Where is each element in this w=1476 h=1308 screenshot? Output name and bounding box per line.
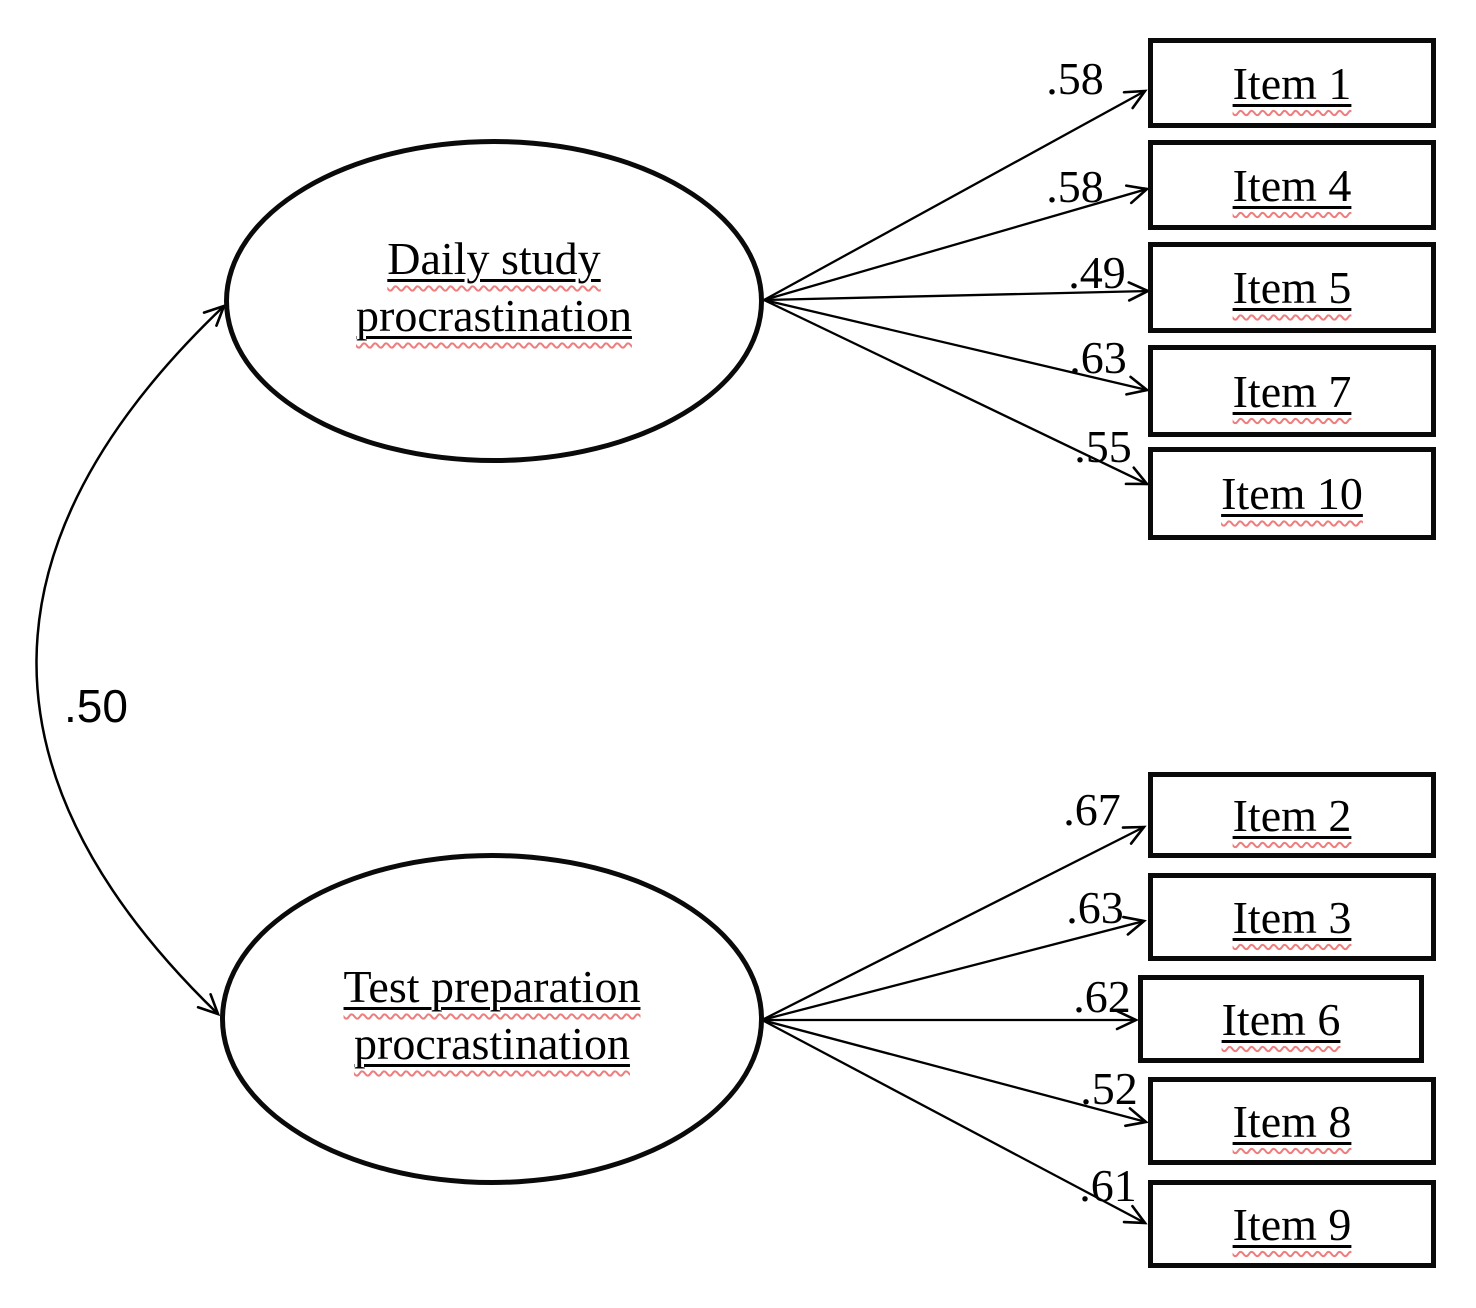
loading-value-item-2: .67 — [1063, 784, 1121, 835]
loading-value-item-10: .55 — [1074, 421, 1132, 472]
loading-value-item-8: .52 — [1080, 1063, 1138, 1114]
factor-2-name-line-1: Test preparation — [343, 961, 641, 1012]
loading-arrow-item-8 — [761, 1018, 1146, 1122]
item-box-item-3: Item 3 — [1148, 873, 1436, 961]
loading-arrow-item-7 — [763, 298, 1147, 390]
item-box-item-7: Item 7 — [1148, 345, 1436, 437]
item-box-item-2: Item 2 — [1148, 772, 1436, 858]
latent-factor-daily-study: Daily study procrastination — [224, 139, 764, 463]
loading-value-item-4: .58 — [1046, 161, 1104, 212]
loading-arrow-item-5 — [763, 291, 1148, 300]
loading-arrow-item-2 — [761, 827, 1144, 1022]
loading-value-item-6: .62 — [1073, 971, 1131, 1022]
item-box-item-9: Item 9 — [1148, 1180, 1436, 1268]
factor-2-name-line-2: procrastination — [354, 1018, 630, 1069]
loading-arrow-item-1 — [763, 91, 1145, 302]
loading-value-item-5: .49 — [1068, 247, 1126, 298]
item-box-item-5: Item 5 — [1148, 242, 1436, 333]
factor-1-name-line-2: procrastination — [356, 290, 632, 341]
item-box-item-10: Item 10 — [1148, 447, 1436, 540]
item-box-item-4: Item 4 — [1148, 140, 1436, 230]
item-box-item-8: Item 8 — [1148, 1077, 1436, 1165]
loading-arrow-item-9 — [761, 1018, 1145, 1223]
latent-factor-test-preparation: Test preparation procrastination — [220, 853, 764, 1185]
loading-arrow-item-10 — [763, 298, 1147, 484]
factor-1-name-line-1: Daily study — [387, 233, 601, 284]
loading-arrow-item-3 — [761, 921, 1144, 1022]
loading-value-item-1: .58 — [1046, 53, 1104, 104]
loading-value-item-9: .61 — [1079, 1160, 1137, 1211]
item-box-item-1: Item 1 — [1148, 38, 1436, 128]
loading-value-item-3: .63 — [1066, 882, 1124, 933]
covariance-arrow — [35, 306, 224, 1014]
loading-arrow-item-4 — [763, 189, 1147, 302]
loading-value-item-7: .63 — [1069, 332, 1127, 383]
covariance-value: .50 — [64, 680, 128, 732]
item-box-item-6: Item 6 — [1138, 975, 1424, 1063]
